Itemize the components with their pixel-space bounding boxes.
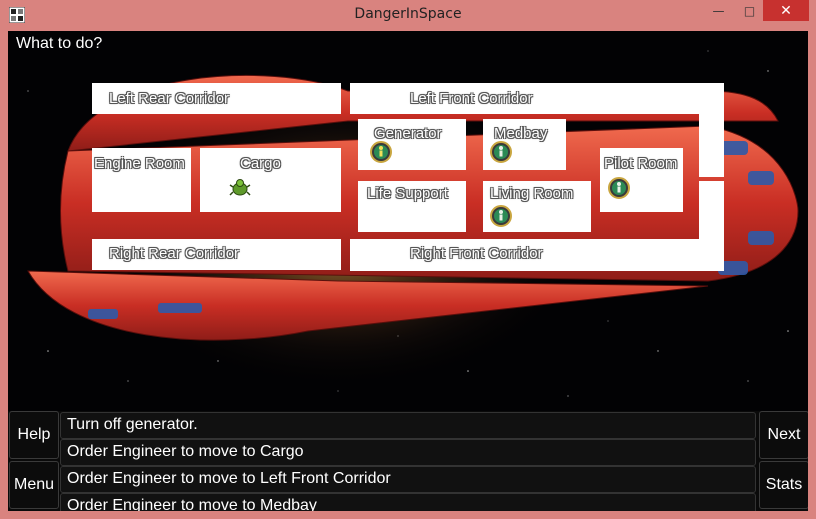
label-medbay: Medbay [494, 125, 548, 142]
app-window-icon [9, 7, 25, 23]
room-front-connector-top [699, 83, 724, 177]
label-living-room: Living Room [490, 185, 574, 202]
action-option[interactable]: Turn off generator. [60, 412, 756, 439]
game-client-area: What to do? Left Rear Corridor Left Fron… [8, 31, 808, 511]
room-cargo[interactable] [200, 148, 341, 212]
room-right-front-corridor[interactable] [350, 239, 724, 271]
alien-bug-icon[interactable] [229, 177, 251, 199]
action-option[interactable]: Order Engineer to move to Cargo [60, 439, 756, 466]
stats-button[interactable]: Stats [759, 461, 808, 509]
room-left-front-corridor[interactable] [350, 83, 724, 114]
crew-badge-icon[interactable] [608, 177, 630, 199]
action-option[interactable]: Order Engineer to move to Medbay [60, 493, 756, 511]
room-life-support[interactable] [358, 181, 466, 232]
menu-button[interactable]: Menu [9, 461, 59, 509]
close-button[interactable]: ✕ [763, 0, 809, 21]
maximize-button[interactable]: □ [743, 3, 756, 18]
label-right-front-corridor: Right Front Corridor [410, 245, 543, 262]
crew-badge-icon[interactable] [490, 141, 512, 163]
crew-badge-icon[interactable] [490, 205, 512, 227]
label-life-support: Life Support [367, 185, 448, 202]
room-engine-room[interactable] [92, 148, 191, 212]
label-generator: Generator [374, 125, 442, 142]
title-bar[interactable]: DangerInSpace — □ ✕ [0, 0, 816, 31]
window-title: DangerInSpace [354, 6, 462, 22]
label-cargo: Cargo [240, 155, 281, 172]
minimize-button[interactable]: — [712, 3, 725, 18]
prompt-text: What to do? [16, 35, 103, 52]
label-left-front-corridor: Left Front Corridor [410, 90, 533, 107]
room-left-rear-corridor[interactable] [92, 83, 341, 114]
label-pilot-room: Pilot Room [604, 155, 678, 172]
room-right-rear-corridor[interactable] [92, 239, 341, 270]
label-left-rear-corridor: Left Rear Corridor [109, 90, 230, 107]
action-panel: Help Menu Next Stats Turn off generator.… [8, 411, 808, 511]
next-button[interactable]: Next [759, 411, 808, 459]
help-button[interactable]: Help [9, 411, 59, 459]
crew-badge-icon[interactable] [370, 141, 392, 163]
label-right-rear-corridor: Right Rear Corridor [109, 245, 240, 262]
label-engine-room: Engine Room [94, 155, 185, 172]
action-option[interactable]: Order Engineer to move to Left Front Cor… [60, 466, 756, 493]
